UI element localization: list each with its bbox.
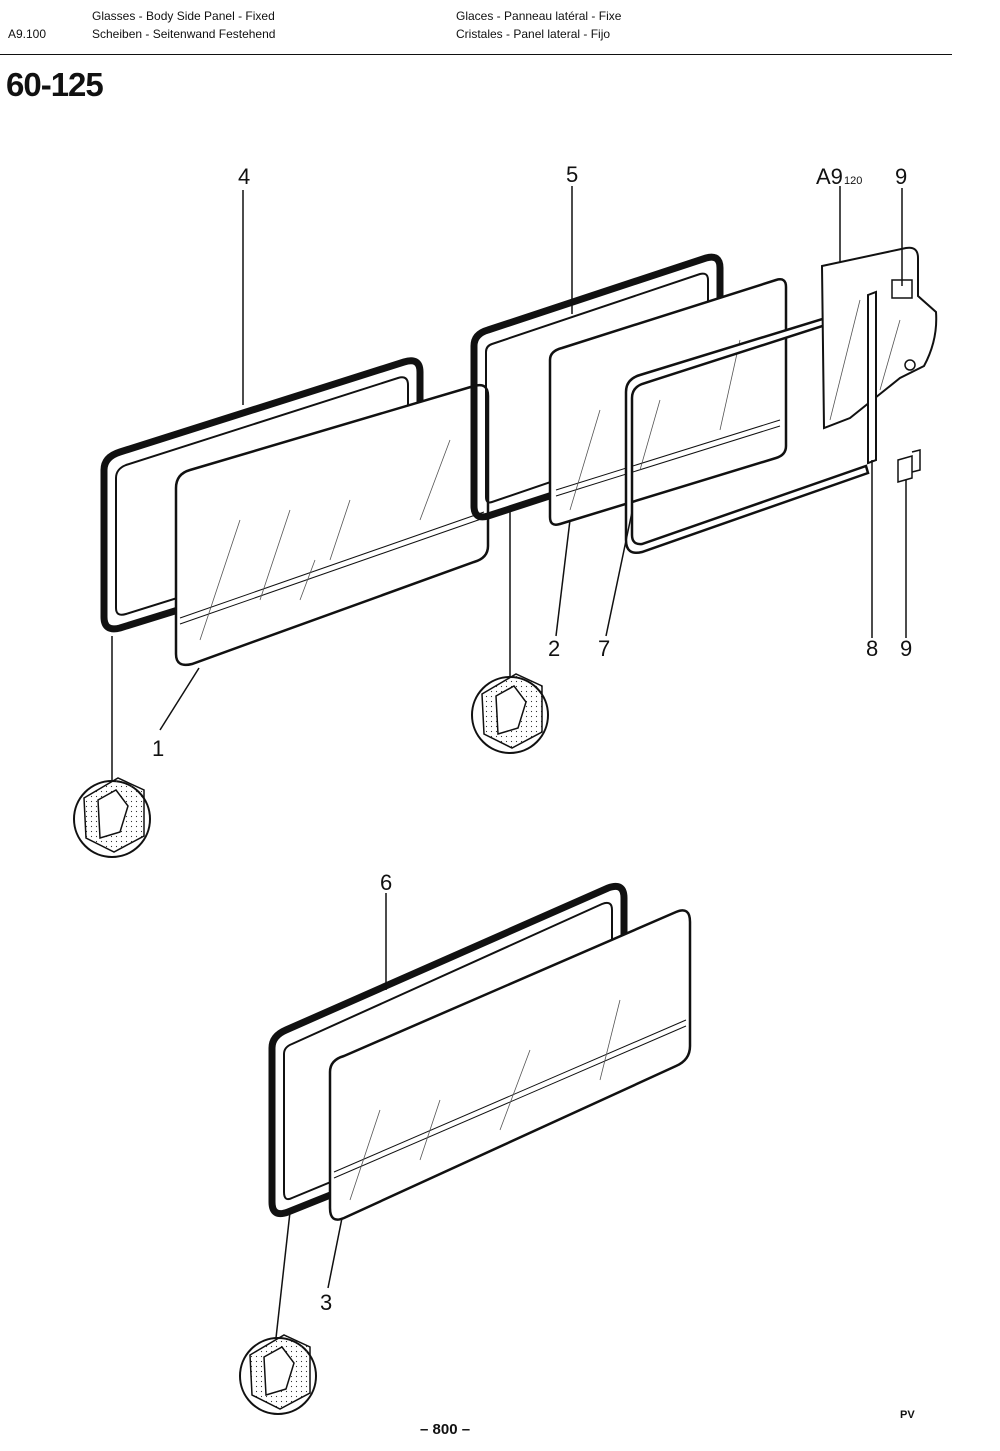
section-ref-code: A9.100 xyxy=(8,27,47,41)
page-number: – 800 – xyxy=(420,1421,471,1438)
footer-initials: PV xyxy=(900,1409,915,1421)
callout-2: 2 xyxy=(548,636,560,661)
detail-circle-seal-5 xyxy=(471,673,549,754)
callout-a9: A9 xyxy=(816,164,843,189)
glass-1 xyxy=(174,383,490,667)
callout-7: 7 xyxy=(598,636,610,661)
glass-a9-120 xyxy=(820,246,938,430)
glass-2 xyxy=(548,278,788,526)
clip-9 xyxy=(897,449,921,483)
title-german: Scheiben - Seitenwand Festehend xyxy=(92,27,276,41)
callout-6: 6 xyxy=(380,870,392,895)
diagram-number: 60-125 xyxy=(6,66,104,103)
title-french: Glaces - Panneau latéral - Fixe xyxy=(456,9,622,23)
rubber-7 xyxy=(624,303,870,554)
header-rule xyxy=(0,54,952,55)
title-spanish: Cristales - Panel lateral - Fijo xyxy=(456,27,611,41)
detail-circle-seal-6 xyxy=(239,1334,317,1415)
callout-1: 1 xyxy=(152,736,164,761)
strip-8 xyxy=(867,290,877,465)
callout-5: 5 xyxy=(566,162,578,187)
callout-a9-sub: 120 xyxy=(844,175,862,187)
glass-3 xyxy=(328,909,692,1221)
callout-8: 8 xyxy=(866,636,878,661)
title-english: Glasses - Body Side Panel - Fixed xyxy=(92,9,275,23)
callout-3: 3 xyxy=(320,1290,332,1315)
callout-9-bottom: 9 xyxy=(900,636,912,661)
callout-9-top: 9 xyxy=(895,164,907,189)
leader-lines xyxy=(111,186,907,1339)
detail-circle-seal-4 xyxy=(73,777,151,858)
callout-4: 4 xyxy=(238,164,250,189)
